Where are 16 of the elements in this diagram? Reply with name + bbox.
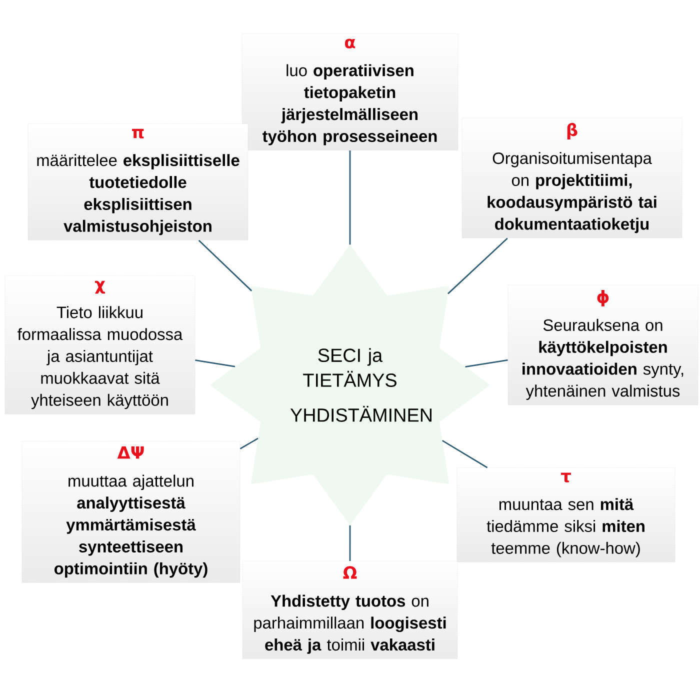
connector-line: [465, 359, 508, 368]
text-box: π määrittelee eksplisiittiselle tuotetiedolle eksplisiittisen valmistusohjeiston: [28, 124, 248, 240]
text-box: χ Tieto liikkuu formaalissa muodossa ja asiantuntijat muokkaavat sitä yhteiseen käyttöön: [4, 276, 196, 414]
connector-line: [349, 525, 351, 561]
connector-line: [198, 240, 252, 292]
text-box: α luo operatiivisen tietopaketin järjestelmälliseen työhon prosesseineen: [242, 34, 458, 150]
connector-line: [240, 438, 258, 450]
text-box: Ω Yhdistetty tuotos on parhaimmillaan loogisesti eheä ja toimii vakaasti: [242, 560, 458, 660]
connector-line: [442, 440, 488, 468]
text-box: ΔΨ muuttaa ajattelun analyyttisestä ymmärtämisestä synteettiseen optimointiin (hyöty): [22, 441, 240, 583]
text-box: ϕ Seurauksena on käyttökelpoisten innovaatioiden synty, yhtenäinen valmistus: [508, 284, 698, 406]
text-box: β Organisoitumisentapa on projektitiimi, koodausympäristö tai dokumentaatioketju: [462, 118, 682, 238]
text-box: τ muuntaa sen mitä tiedämme siksi miten teemme (know-how): [456, 468, 676, 562]
connector-line: [349, 150, 351, 245]
connector-line: [195, 360, 236, 368]
connector-line: [448, 238, 508, 294]
